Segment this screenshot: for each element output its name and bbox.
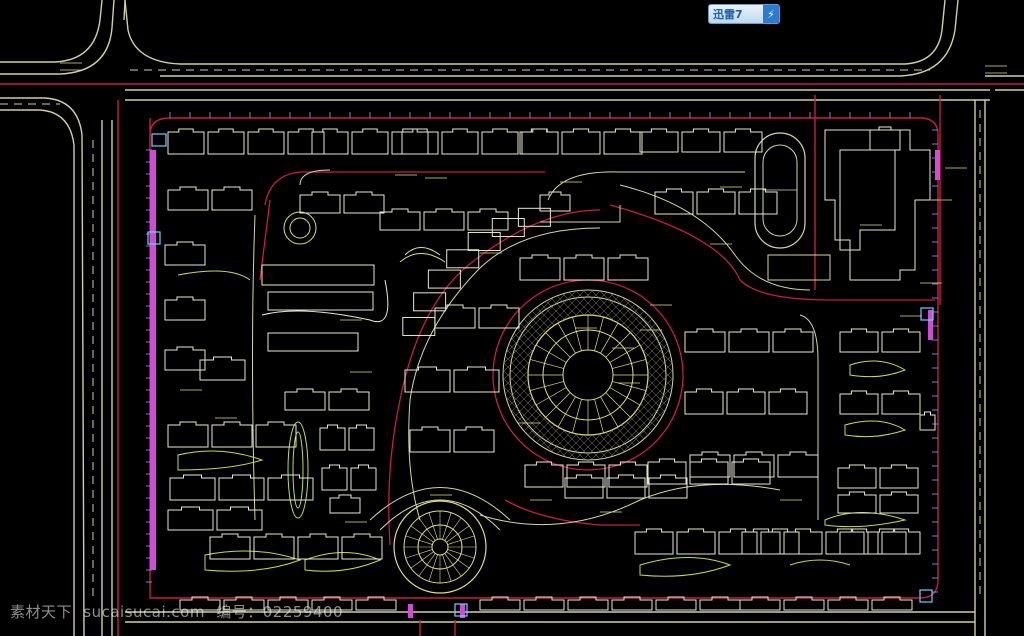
watermark-code: 编号：02259400 — [216, 603, 344, 621]
badge-text: 迅雷7 — [713, 8, 743, 21]
internal-roads — [259, 171, 935, 546]
residential-buildings — [164, 126, 936, 611]
watermark: 素材天下 sucaisucai.com 编号：02259400 — [10, 601, 349, 622]
dimension-ticks — [146, 112, 938, 593]
lightning-bolt-icon: ⚡ — [763, 5, 779, 23]
entrance-plaza — [369, 487, 511, 594]
watermark-brand: 素材天下 — [10, 603, 73, 621]
running-track — [754, 132, 831, 281]
entrance-markers — [150, 150, 940, 618]
inner-paths — [252, 169, 819, 526]
central-plaza — [502, 289, 674, 461]
gate-symbols — [147, 133, 934, 617]
corner-plaza — [283, 211, 446, 263]
lane-markers — [0, 69, 981, 600]
parking-rows — [261, 264, 389, 352]
school-buildings — [824, 129, 931, 281]
landscape-patches — [177, 270, 907, 577]
watermark-site: sucaisucai.com — [83, 603, 205, 621]
xunlei-badge: 迅雷7 ⚡ — [708, 4, 780, 24]
annotation-marks — [60, 62, 1007, 523]
